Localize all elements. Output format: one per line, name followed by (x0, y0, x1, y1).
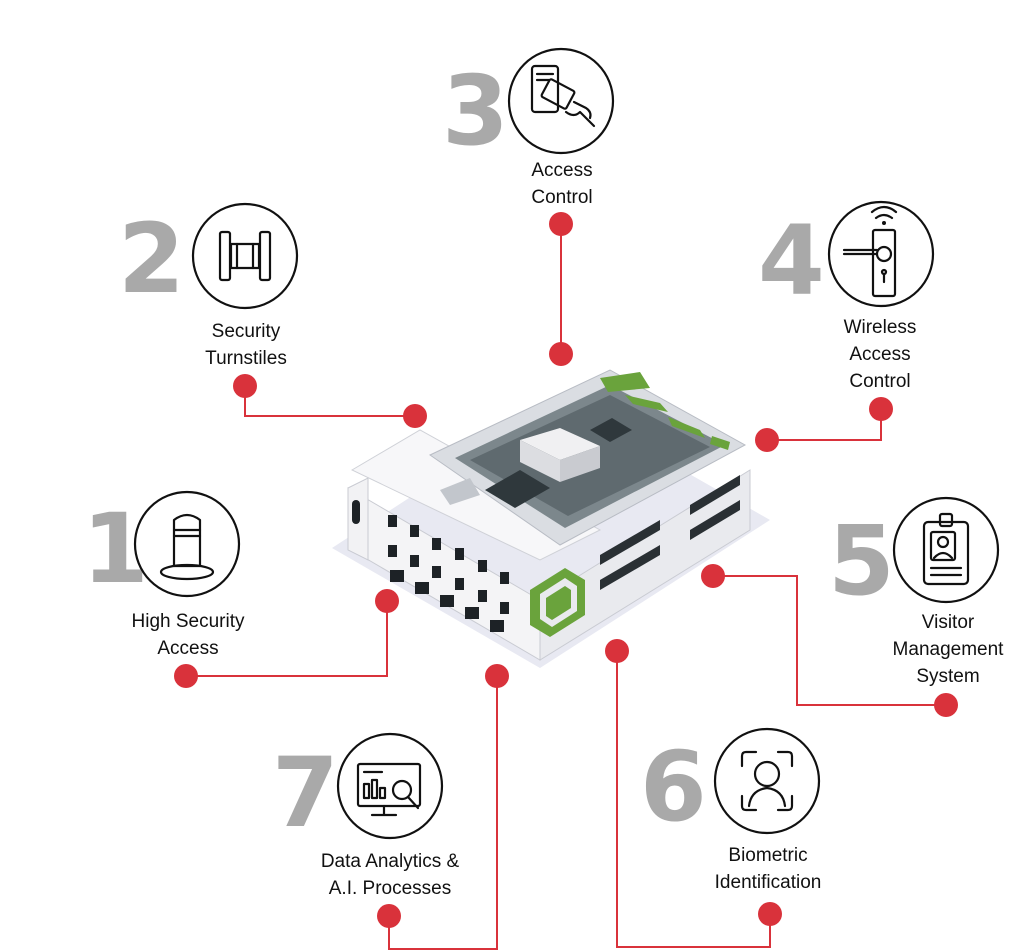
connector-line-1 (186, 601, 388, 677)
connector-dot (549, 342, 573, 366)
connector-dot (758, 902, 782, 926)
feature-label-line: Wireless (843, 317, 917, 338)
feature-label-line: Access (157, 638, 219, 659)
feature-label-line: Turnstiles (205, 348, 287, 369)
feature-number-7: 7 (272, 737, 339, 849)
feature-label-line: Control (849, 371, 911, 392)
wireless-door-lock-icon (827, 200, 935, 308)
feature-label-line: Security (211, 321, 281, 342)
connector-dot (485, 664, 509, 688)
feature-number-5: 5 (828, 505, 895, 617)
connector-line-7 (388, 676, 498, 950)
face-scan-icon (713, 727, 821, 835)
connector-dot (377, 904, 401, 928)
feature-label-1: High Security Access (108, 608, 268, 662)
feature-label-line: Biometric (728, 845, 808, 866)
feature-number-3: 3 (442, 55, 509, 167)
connector-dot (934, 693, 958, 717)
feature-label-6: Biometric Identification (678, 842, 858, 896)
connector-dot (174, 664, 198, 688)
connector-line-2 (244, 386, 415, 417)
feature-label-line: Data Analytics & (320, 851, 460, 872)
isometric-building (332, 369, 770, 668)
connector-dot (375, 589, 399, 613)
feature-label-line: Access (531, 160, 593, 181)
connector-dot (549, 212, 573, 236)
connector-line-5 (713, 575, 946, 706)
visitor-badge-icon (892, 496, 1000, 604)
analytics-monitor-icon (336, 732, 444, 840)
feature-label-line: Control (531, 187, 593, 208)
feature-label-4: Wireless Access Control (800, 314, 960, 395)
access-card-icon (507, 47, 615, 155)
feature-number-2: 2 (118, 203, 185, 315)
connector-dots (174, 212, 958, 928)
turnstile-icon (191, 202, 299, 310)
feature-label-line: System (916, 666, 980, 687)
feature-label-3: Access Control (482, 157, 642, 211)
feature-number-6: 6 (640, 731, 707, 843)
feature-label-line: Access (849, 344, 911, 365)
connector-line-4 (767, 409, 882, 441)
feature-label-line: Visitor (921, 612, 975, 633)
connector-dot (605, 639, 629, 663)
connector-dot (233, 374, 257, 398)
feature-numbers: 1 2 3 4 5 6 7 (82, 55, 895, 849)
feature-label-line: Identification (714, 872, 822, 893)
feature-label-7: Data Analytics & A.I. Processes (290, 848, 490, 902)
bollard-icon (133, 490, 241, 598)
connector-line-6 (616, 651, 771, 948)
feature-label-5: Visitor Management System (880, 609, 1016, 690)
feature-label-line: High Security (131, 611, 245, 632)
connector-dot (403, 404, 427, 428)
feature-label-2: Security Turnstiles (166, 318, 326, 372)
feature-label-line: A.I. Processes (328, 878, 452, 899)
feature-label-line: Management (892, 639, 1004, 660)
connector-dot (755, 428, 779, 452)
connector-dot (701, 564, 725, 588)
connector-dot (869, 397, 893, 421)
feature-number-4: 4 (758, 205, 825, 317)
building-green-logo (530, 568, 585, 637)
